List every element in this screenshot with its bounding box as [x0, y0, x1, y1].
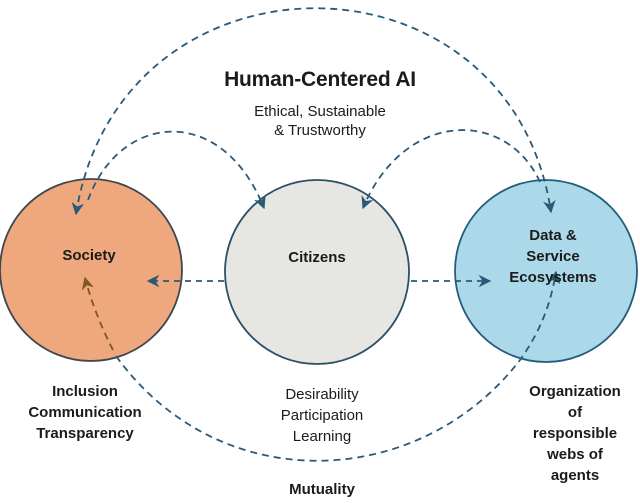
ecosystems-circle: [454, 179, 638, 363]
society-circle: [0, 178, 183, 362]
ecosystems-caption: Organization of responsible webs of agen…: [529, 383, 621, 484]
society-caption: Inclusion Communication Transparency: [28, 383, 142, 442]
mutuality-label: Mutuality: [289, 481, 355, 498]
citizens-label: Citizens: [288, 249, 346, 266]
citizens-caption: Desirability Participation Learning: [280, 386, 364, 445]
diagram-title: Human-Centered AI: [224, 68, 416, 91]
ecosystems-citizens-arc: [361, 129, 541, 210]
society-label: Society: [62, 247, 116, 264]
society-inner-arrow: [81, 276, 114, 351]
society-ecosystems-top-arc: [71, 7, 556, 216]
ecosystems-label: Data & Service Ecosystems: [509, 227, 597, 286]
diagram-subtitle: Ethical, Sustainable & Trustworthy: [254, 103, 386, 139]
mutuality-arc: [115, 270, 561, 462]
citizens-circle: [224, 179, 410, 365]
